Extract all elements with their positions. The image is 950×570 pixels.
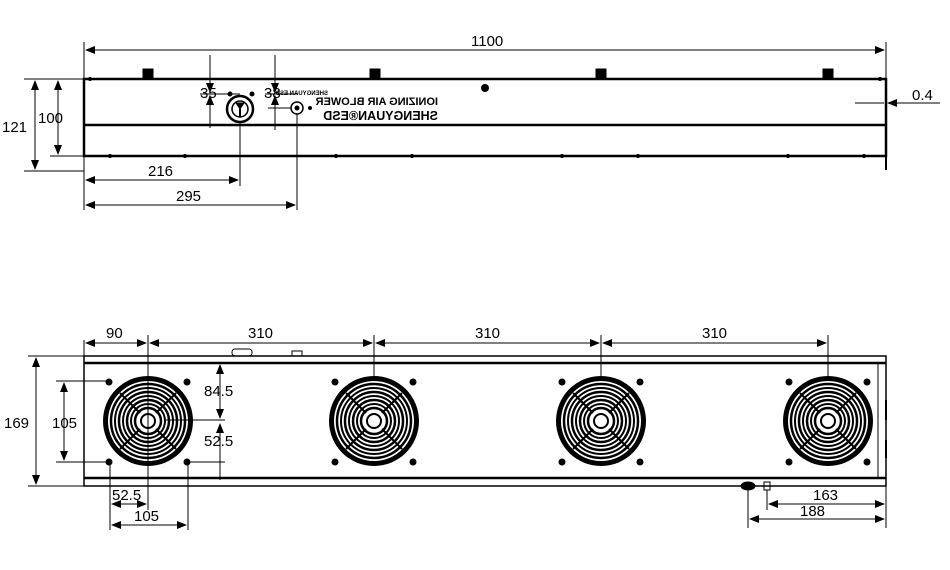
mounting-hole [558,458,566,466]
dim-connector-height: 35 [200,85,217,102]
foot-dots [88,77,882,158]
power-connector [225,91,255,124]
dim-knob-offset: 163 [813,487,838,504]
dim-fan-spacing-1: 310 [248,325,273,342]
front-view-body [83,355,887,487]
top-bump [231,348,253,357]
bottom-knob [740,481,756,491]
mounting-hole [105,458,113,466]
mounting-hole [105,378,113,386]
dim-switch-offset: 295 [176,188,201,205]
mounting-hole [558,378,566,386]
mounting-hole [409,378,417,386]
mounting-hole [785,378,793,386]
dim-upper-offset: 84.5 [204,383,233,400]
dim-inner-height: 100 [38,110,63,127]
dim-first-fan-offset: 90 [106,325,123,342]
top-post [142,68,154,80]
mounting-hole [331,378,339,386]
dim-switch-height: 38 [264,85,281,102]
product-label: IONIZING AIR BLOWER [316,96,438,108]
mounting-hole [636,458,644,466]
dim-overall-length: 1100 [471,33,503,50]
top-post [822,68,834,80]
indicator-dot [481,84,489,92]
top-bump [291,350,303,357]
dim-end-gap: 0.4 [912,87,933,104]
dim-hole-spacing-v: 105 [52,415,77,432]
top-post [595,68,607,80]
dim-hole-spacing-h: 105 [134,508,159,525]
brand-label: SHENGYUAN®ESD [323,109,438,123]
dim-knob2-offset: 188 [800,503,825,520]
dim-outer-height: 121 [2,119,27,136]
power-switch [290,101,312,115]
mounting-hole [863,378,871,386]
dim-hole-offset-h: 52.5 [112,487,141,504]
mounting-hole [863,458,871,466]
mounting-hole [636,378,644,386]
mounting-hole [183,378,191,386]
mounting-hole [409,458,417,466]
top-view [82,68,888,170]
small-label: SHENGYUAN ESD [275,91,328,97]
mounting-hole [785,458,793,466]
dim-fan-spacing-2: 310 [475,325,500,342]
top-view-dimensions [24,42,940,210]
top-post [369,68,381,80]
mounting-hole [183,458,191,466]
top-view-dimension-text: 1100 121 100 35 38 216 295 0.4 [2,33,933,205]
dim-fan-spacing-3: 310 [702,325,727,342]
top-view-labels: IONIZING AIR BLOWER SHENGYUAN®ESD SHENGY… [275,91,438,123]
front-view-dimensions [28,335,887,530]
fan-grille [329,376,419,466]
fan-grille [556,376,646,466]
dim-lower-offset: 52.5 [204,433,233,450]
dim-connector-offset: 216 [148,163,173,180]
dim-total-height: 169 [4,415,29,432]
mounting-hole [331,458,339,466]
front-view-dimension-text: 90 310 310 310 169 105 84.5 52.5 52.5 10… [4,325,838,525]
fan-grille [783,376,873,466]
